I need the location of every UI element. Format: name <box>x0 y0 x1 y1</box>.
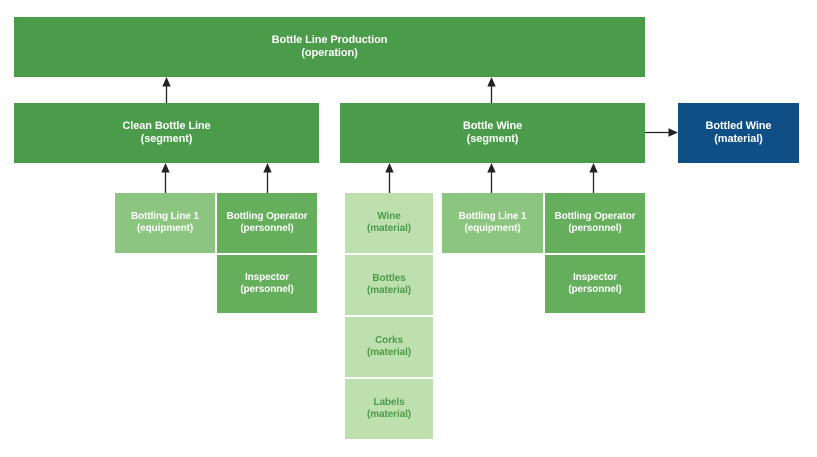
node-title: Bottled Wine <box>705 119 772 132</box>
node-bottle-line-production[interactable]: Bottle Line Production(operation) <box>14 17 645 77</box>
node-title: Corks <box>375 334 403 346</box>
node-title: Inspector <box>572 271 618 283</box>
node-corks-material[interactable]: Corks(material) <box>345 317 433 377</box>
arrow-bottlewine-to-bottledwine <box>645 127 678 138</box>
node-type: (material) <box>366 223 411 234</box>
arrow-cleanpers-to-clean <box>262 163 273 193</box>
node-title: Bottle Line Production <box>271 33 388 46</box>
node-wine-bottling-line-1[interactable]: Bottling Line 1(equipment) <box>442 193 543 253</box>
node-clean-bottle-line[interactable]: Clean Bottle Line(segment) <box>14 103 319 163</box>
node-type: (personnel) <box>240 223 294 234</box>
node-title: Labels <box>373 396 405 408</box>
node-type: (equipment) <box>464 223 521 234</box>
arrow-cleanequip-to-clean <box>160 163 171 193</box>
arrow-wine-to-bottlewine <box>384 163 395 193</box>
node-type: (segment) <box>466 133 519 145</box>
node-title: Bottle Wine <box>462 119 523 132</box>
node-type: (material) <box>366 285 411 296</box>
node-title: Bottling Line 1 <box>131 210 199 222</box>
node-type: (operation) <box>301 47 358 59</box>
node-type: (personnel) <box>240 284 294 295</box>
node-labels-material[interactable]: Labels(material) <box>345 379 433 439</box>
node-bottles-material[interactable]: Bottles(material) <box>345 255 433 315</box>
node-clean-inspector[interactable]: Inspector(personnel) <box>217 255 317 313</box>
node-type: (personnel) <box>568 284 622 295</box>
node-type: (material) <box>366 409 411 420</box>
node-type: (personnel) <box>568 223 622 234</box>
node-bottled-wine[interactable]: Bottled Wine(material) <box>678 103 799 163</box>
node-clean-bottling-operator[interactable]: Bottling Operator(personnel) <box>217 193 317 253</box>
node-type: (material) <box>366 347 411 358</box>
node-type: (equipment) <box>136 223 194 234</box>
arrow-clean-to-production <box>161 77 172 103</box>
node-wine-material[interactable]: Wine(material) <box>345 193 433 253</box>
node-wine-inspector[interactable]: Inspector(personnel) <box>545 255 645 313</box>
arrow-bottlewine-to-production <box>486 77 497 103</box>
node-title: Bottles <box>372 272 406 284</box>
node-title: Bottling Line 1 <box>458 210 527 222</box>
node-clean-bottling-line-1[interactable]: Bottling Line 1(equipment) <box>115 193 215 253</box>
node-title: Inspector <box>244 271 290 283</box>
arrow-wineequip-to-bottlewine <box>486 163 497 193</box>
node-title: Bottling Operator <box>554 210 636 222</box>
node-title: Bottling Operator <box>226 210 308 222</box>
node-type: (segment) <box>140 133 193 145</box>
arrow-winepers-to-bottlewine <box>588 163 599 193</box>
node-wine-bottling-operator[interactable]: Bottling Operator(personnel) <box>545 193 645 253</box>
node-bottle-wine[interactable]: Bottle Wine(segment) <box>340 103 645 163</box>
node-title: Wine <box>377 210 401 222</box>
node-type: (material) <box>714 133 763 145</box>
node-title: Clean Bottle Line <box>122 119 211 132</box>
